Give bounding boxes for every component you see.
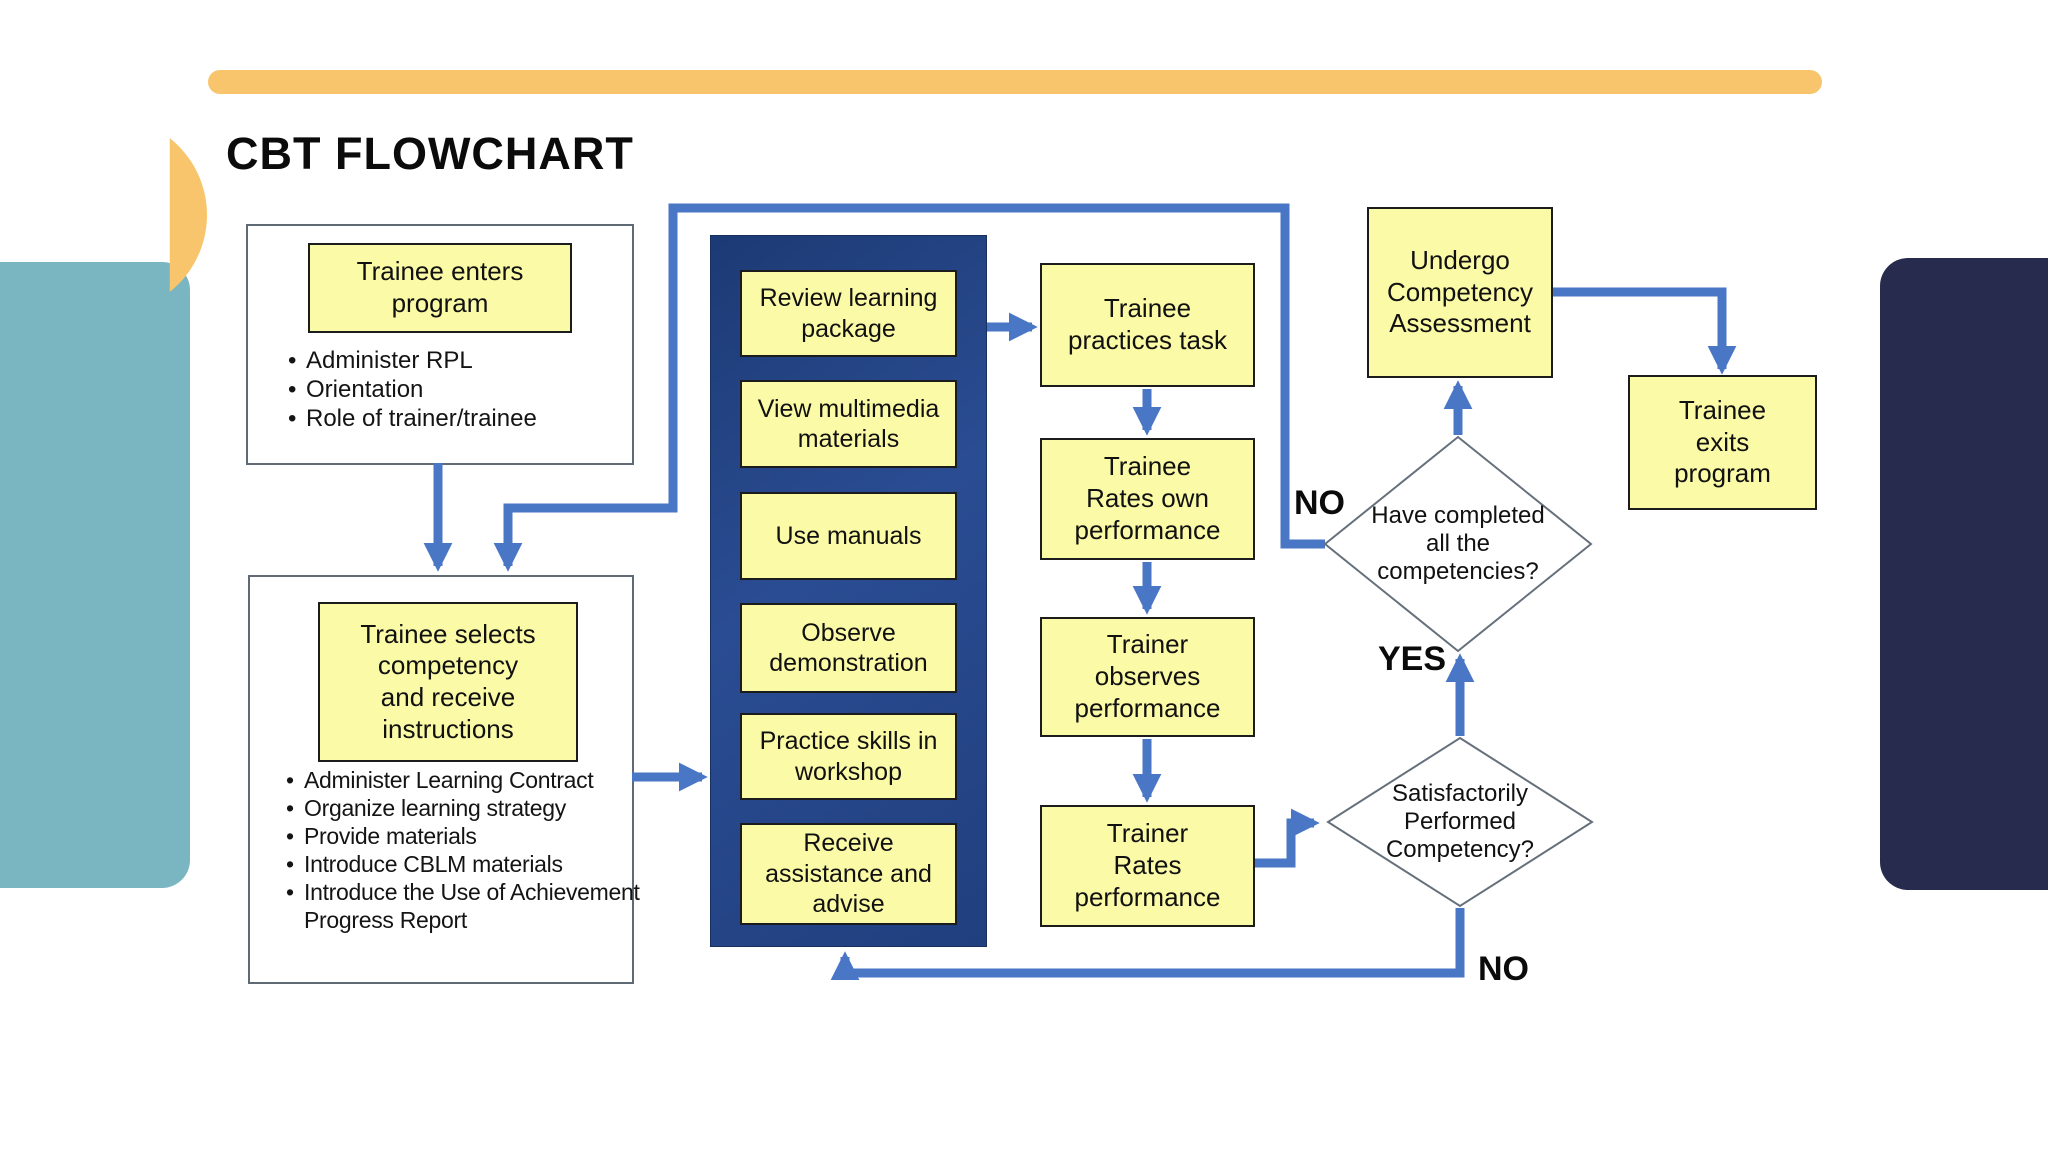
arrow-trainerrate-to-decision bbox=[1255, 808, 1320, 868]
edge-label-no-satisfactory: NO bbox=[1478, 950, 1529, 988]
bullet-provide-materials: Provide materials bbox=[282, 822, 642, 850]
node-trainer-observes-performance: Trainer observes performance bbox=[1040, 617, 1255, 737]
bullet-learning-contract: Administer Learning Contract bbox=[282, 766, 642, 794]
node-view-multimedia-materials: View multimedia materials bbox=[740, 380, 957, 468]
node-trainee-selects-competency: Trainee selects competency and receive i… bbox=[318, 602, 578, 762]
diamond-satisfactory bbox=[1326, 736, 1594, 908]
select-competency-bullets: Administer Learning Contract Organize le… bbox=[282, 766, 642, 934]
node-trainee-enters-program: Trainee enters program bbox=[308, 243, 572, 333]
node-practice-skills-workshop: Practice skills in workshop bbox=[740, 713, 957, 800]
arrow-no-loop-to-learning bbox=[830, 908, 1465, 981]
arrow-assessment-to-exit bbox=[1553, 287, 1737, 375]
node-observe-demonstration: Observe demonstration bbox=[740, 603, 957, 693]
edge-label-yes-satisfactory: YES bbox=[1378, 640, 1447, 678]
bullet-administer-rpl: Administer RPL bbox=[284, 346, 624, 375]
node-receive-assistance-advise: Receive assistance and advise bbox=[740, 823, 957, 925]
decision-completed-all-label: Have completed all the competencies? bbox=[1371, 502, 1545, 585]
bullet-orientation: Orientation bbox=[284, 375, 624, 404]
node-use-manuals: Use manuals bbox=[740, 492, 957, 580]
edge-label-no-completed: NO bbox=[1294, 484, 1345, 522]
top-accent-bar bbox=[208, 70, 1822, 94]
node-trainee-rates-own-performance: Trainee Rates own performance bbox=[1040, 438, 1255, 560]
node-undergo-competency-assessment: Undergo Competency Assessment bbox=[1367, 207, 1553, 378]
enter-program-bullets: Administer RPL Orientation Role of train… bbox=[284, 346, 624, 433]
node-trainee-practices-task: Trainee practices task bbox=[1040, 263, 1255, 387]
node-review-learning-package: Review learning package bbox=[740, 270, 957, 357]
arrow-no-loop-to-select bbox=[493, 203, 1325, 572]
left-teal-tab bbox=[0, 262, 190, 888]
node-trainee-exits-program: Trainee exits program bbox=[1628, 375, 1817, 510]
bullet-achievement-progress-report: Introduce the Use of Achievement Progres… bbox=[282, 878, 642, 934]
diamond-completed-all bbox=[1323, 435, 1593, 653]
page-title: CBT FLOWCHART bbox=[226, 128, 634, 179]
right-navy-tab bbox=[1880, 258, 2048, 890]
bullet-role-trainer-trainee: Role of trainer/trainee bbox=[284, 404, 624, 433]
bullet-learning-strategy: Organize learning strategy bbox=[282, 794, 642, 822]
decision-satisfactory-label: Satisfactorily Performed Competency? bbox=[1385, 780, 1535, 863]
bullet-cblm-materials: Introduce CBLM materials bbox=[282, 850, 642, 878]
node-trainer-rates-performance: Trainer Rates performance bbox=[1040, 805, 1255, 927]
